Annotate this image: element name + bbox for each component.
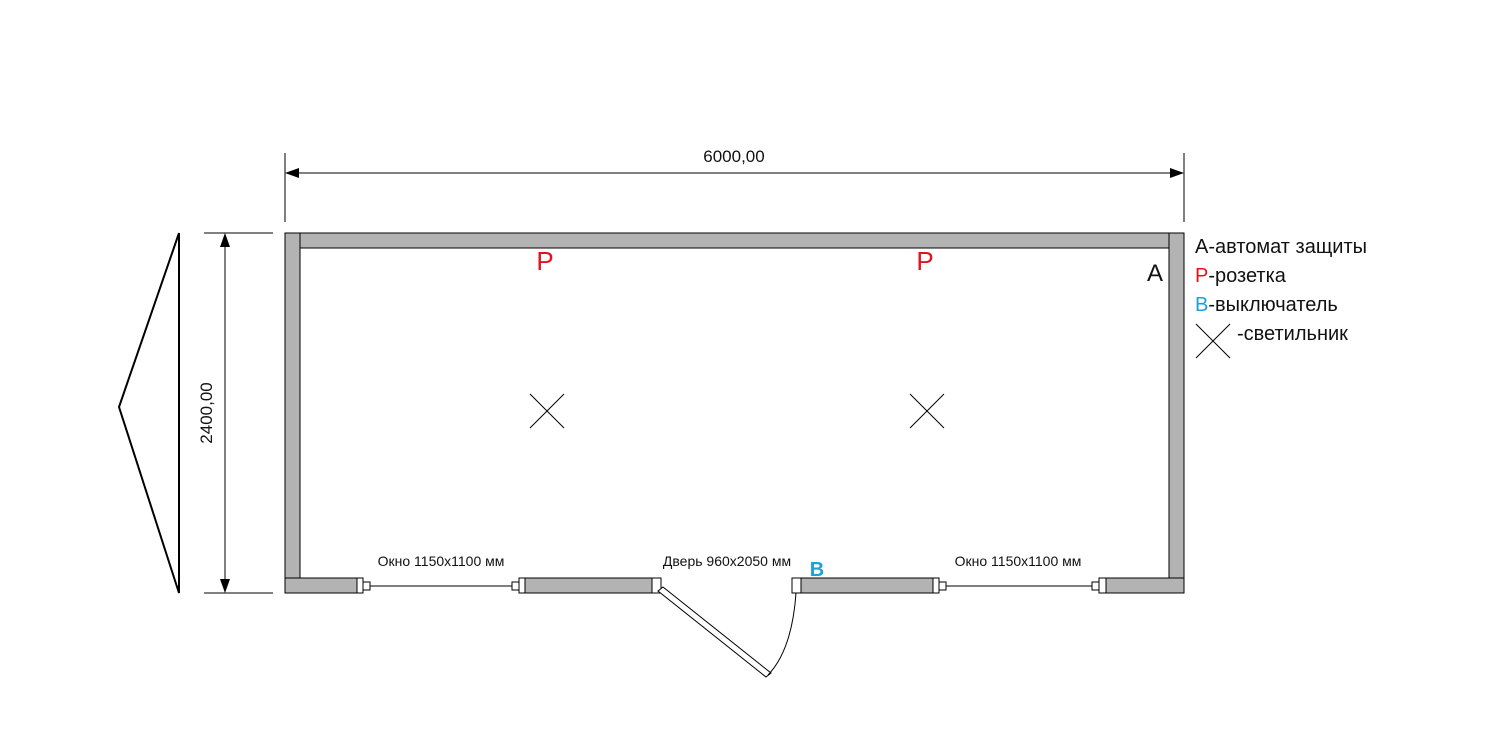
legend-breaker-key: А [1195, 236, 1209, 258]
wall-left [284, 232, 301, 594]
legend-socket-key: Р [1195, 265, 1209, 287]
walls [284, 232, 1185, 594]
door-jamb-left [651, 577, 662, 594]
legend-breaker-text: -автомат защиты [1208, 236, 1367, 258]
door [651, 577, 802, 678]
wall-right [1168, 232, 1185, 594]
window-right-frame-b [1091, 581, 1100, 591]
lamp-left-icon [529, 393, 565, 429]
switch-label: В [810, 559, 824, 581]
height-dimension: 2400,00 [197, 232, 273, 594]
lamp-right-icon [909, 393, 945, 429]
window-left-frame-b [511, 581, 520, 591]
door-label: Дверь 960x2050 мм [663, 553, 791, 569]
legend-socket-text: -розетка [1208, 265, 1286, 287]
legend-switch: В-выключатель [1195, 291, 1367, 320]
door-leaf [657, 586, 772, 678]
height-label: 2400,00 [197, 382, 216, 443]
window-right [932, 577, 1107, 594]
door-swing-arc [767, 592, 797, 676]
window-left-jamb-a [356, 577, 364, 594]
legend-lamp: -светильник [1195, 320, 1367, 359]
width-label: 6000,00 [703, 147, 764, 166]
wall-top [284, 232, 1185, 249]
window-right-jamb-a [932, 577, 940, 594]
window-right-jamb-b [1098, 577, 1107, 594]
window-left-frame-a [362, 581, 371, 591]
legend-lamp-text: -светильник [1237, 323, 1348, 345]
width-dimension: 6000,00 [284, 147, 1185, 222]
door-jamb-right [791, 577, 802, 594]
breaker-label: А [1147, 260, 1163, 287]
legend-breaker: А-автомат защиты [1195, 233, 1367, 262]
roof-profile [117, 232, 180, 594]
window-right-frame-a [938, 581, 947, 591]
legend: А-автомат защиты Р-розетка В-выключатель… [1195, 233, 1367, 359]
window-right-label: Окно 1150x1100 мм [955, 553, 1082, 569]
window-left [356, 577, 526, 594]
wall-bottom-seg-2 [524, 577, 653, 594]
socket-left-label: Р [536, 246, 553, 276]
window-left-label: Окно 1150x1100 мм [378, 553, 505, 569]
legend-switch-key: В [1195, 294, 1209, 316]
socket-right-label: Р [916, 246, 933, 276]
legend-lamp-icon [1195, 323, 1231, 359]
window-left-jamb-b [518, 577, 526, 594]
legend-switch-text: -выключатель [1208, 294, 1338, 316]
legend-socket: Р-розетка [1195, 262, 1367, 291]
